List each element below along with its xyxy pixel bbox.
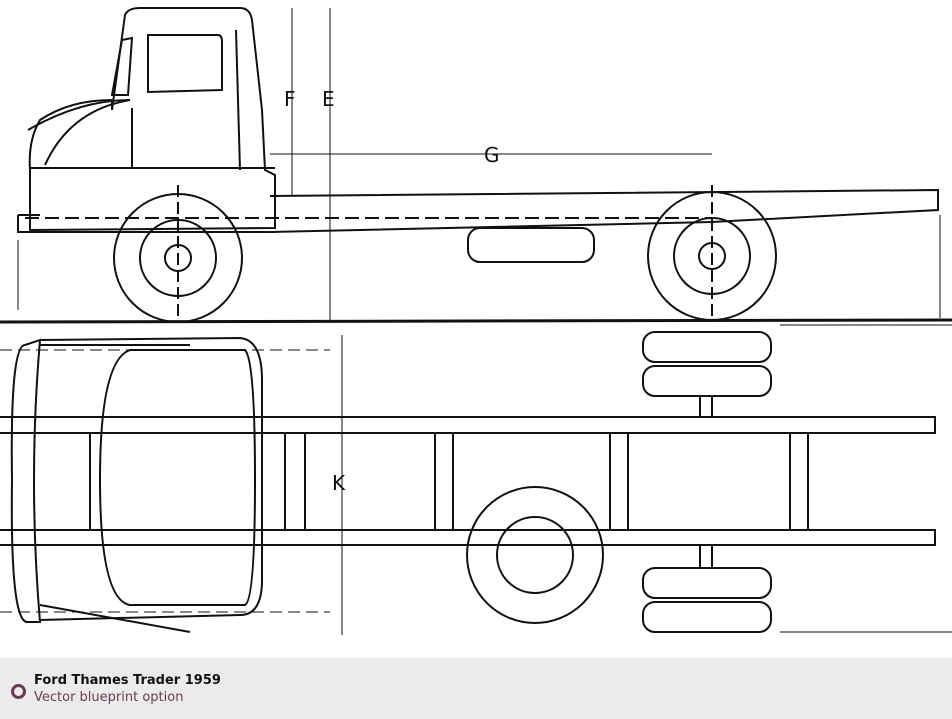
side-view — [0, 7, 952, 324]
radio-option-icon[interactable] — [11, 684, 26, 699]
dimension-label-g: G — [484, 143, 500, 167]
caption-bar — [0, 658, 952, 719]
truck-blueprint-drawing: F E G K — [0, 7, 952, 635]
top-view — [0, 324, 952, 635]
dimension-label-k: K — [332, 471, 346, 495]
caption-title: Ford Thames Trader 1959 — [34, 673, 221, 688]
caption-subtitle[interactable]: Vector blueprint option — [34, 690, 184, 705]
dimension-label-f: F — [284, 87, 296, 111]
dimension-label-e: E — [322, 87, 335, 111]
